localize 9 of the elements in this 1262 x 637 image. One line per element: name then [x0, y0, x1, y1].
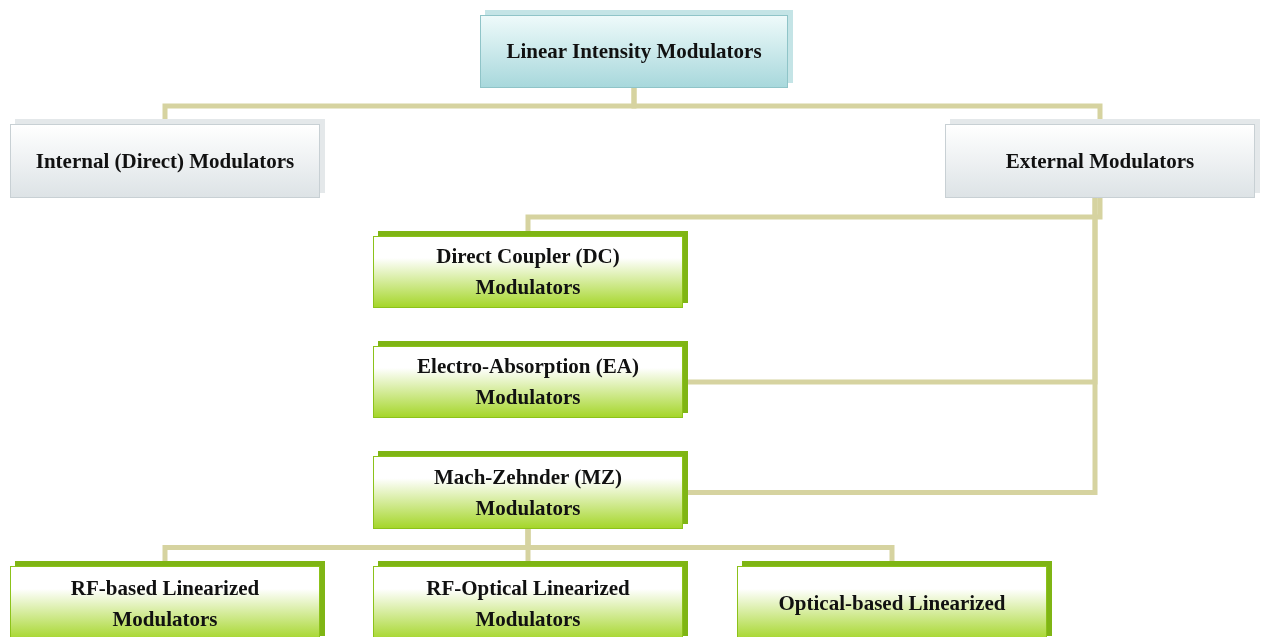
- box-label: RF-Optical Linearized Modulators: [425, 574, 631, 633]
- box-label: Optical-based Linearized: [777, 590, 1007, 617]
- box-label: Direct Coupler (DC) Modulators: [435, 243, 621, 301]
- box-label: Mach-Zehnder (MZ) Modulators: [433, 463, 623, 522]
- box-label: Electro-Absorption (EA) Modulators: [416, 353, 640, 411]
- box-label: Linear Intensity Modulators: [505, 38, 763, 65]
- box-label: RF-based Linearized Modulators: [69, 574, 261, 633]
- box-label: Internal (Direct) Modulators: [34, 147, 296, 175]
- box-label: External Modulators: [1004, 147, 1196, 175]
